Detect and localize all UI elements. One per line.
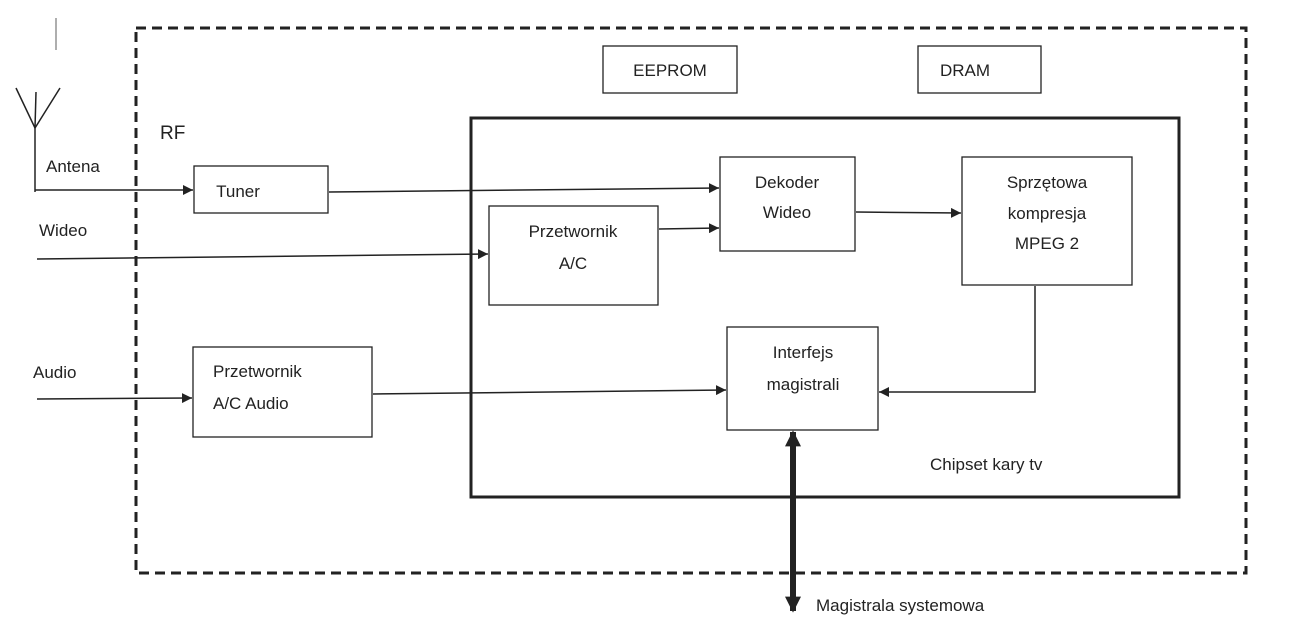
decoder-label-line2: Wideo — [763, 203, 811, 222]
rf-boundary — [134, 26, 1248, 575]
adc-block — [488, 205, 659, 306]
antena-label: Antena — [46, 157, 100, 176]
eeprom-label: EEPROM — [633, 61, 707, 80]
audio-in-arrow — [36, 393, 193, 404]
tuner-block — [193, 165, 329, 214]
bus-interface-block — [726, 326, 879, 431]
wideo-label: Wideo — [39, 221, 87, 240]
rf-label: RF — [160, 123, 185, 144]
chipset-boundary — [469, 116, 1181, 499]
mpeg-block — [961, 156, 1133, 286]
decoder-to-mpeg-arrow — [855, 207, 962, 218]
adc-label-line1: Przetwornik — [529, 222, 618, 241]
video-in-arrow — [36, 249, 489, 260]
audio-adc-label-line2: A/C Audio — [213, 394, 289, 413]
mpeg-label-line2: kompresja — [1008, 204, 1087, 223]
audio-adc-to-bus-arrow — [372, 385, 727, 396]
bus-label-line1: Interfejs — [773, 343, 833, 362]
mpeg-label-line3: MPEG 2 — [1015, 234, 1079, 253]
tuner-to-decoder-arrow — [328, 183, 720, 194]
audio-label: Audio — [33, 363, 76, 382]
dram-block — [917, 45, 1042, 94]
antenna-icon — [15, 87, 61, 192]
audio-adc-block — [192, 346, 373, 438]
bus-label-line2: magistrali — [767, 375, 840, 394]
chipset-label: Chipset kary tv — [930, 455, 1043, 474]
decoder-label-line1: Dekoder — [755, 173, 820, 192]
tuner-label: Tuner — [216, 182, 260, 201]
dram-label: DRAM — [940, 61, 990, 80]
adc-label-line2: A/C — [559, 254, 587, 273]
adc-to-decoder-arrow — [658, 223, 720, 234]
mpeg-to-bus-arrow — [879, 286, 1036, 397]
eeprom-block — [602, 45, 738, 94]
mpeg-label-line1: Sprzętowa — [1007, 173, 1088, 192]
audio-adc-label-line1: Przetwornik — [213, 362, 302, 381]
decoder-block — [719, 156, 856, 252]
system-bus-label: Magistrala systemowa — [816, 596, 985, 615]
